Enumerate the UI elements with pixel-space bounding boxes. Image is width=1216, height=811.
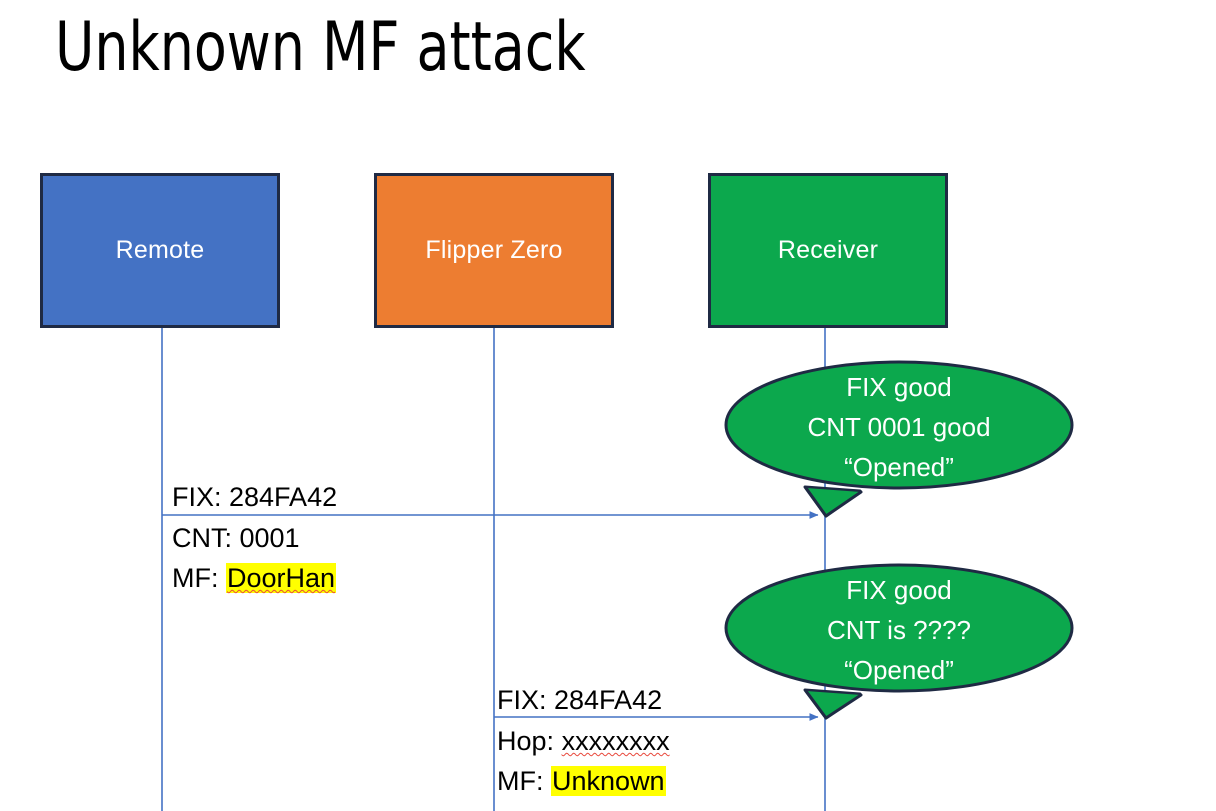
message-2-mf-line: MF: Unknown [497, 761, 670, 801]
page-title: Unknown MF attack [55, 8, 586, 87]
message-2-mf-key: MF: [497, 766, 544, 796]
message-1-fix-line: FIX: 284FA42 [172, 482, 338, 512]
message-2-hop-line: Hop: xxxxxxxx [497, 721, 670, 761]
message-1-mf-key: MF: [172, 563, 219, 593]
callout-bubble-2 [724, 563, 1074, 720]
actor-label-remote: Remote [115, 236, 205, 264]
message-1-mf-line: MF: DoorHan [172, 558, 337, 598]
callout-bubble-1 [724, 360, 1074, 518]
callout-1-oval [724, 360, 1074, 490]
message-1-label-above: FIX: 284FA42 [172, 477, 337, 517]
message-2-hop-value: xxxxxxxx [561, 726, 670, 756]
message-2-label-below: Hop: xxxxxxxx MF: Unknown [497, 721, 670, 801]
callout-2-oval [724, 563, 1074, 693]
message-1-mf-value: DoorHan [226, 563, 337, 593]
actor-label-receiver: Receiver [777, 236, 879, 264]
message-1-label-below: CNT: 0001 MF: DoorHan [172, 518, 337, 598]
message-2-fix-line: FIX: 284FA42 [497, 685, 663, 715]
message-2-hop-key: Hop: [497, 726, 555, 756]
actor-label-flipper-zero: Flipper Zero [425, 236, 563, 264]
message-1-cnt-line: CNT: 0001 [172, 523, 300, 553]
message-2-mf-value: Unknown [551, 766, 666, 796]
actor-box-receiver[interactable]: Receiver [708, 173, 948, 328]
message-2-label-above: FIX: 284FA42 [497, 680, 662, 720]
actor-box-remote[interactable]: Remote [40, 173, 280, 328]
callout-1-tail-outline [804, 486, 863, 518]
actor-box-flipper-zero[interactable]: Flipper Zero [374, 173, 614, 328]
callout-2-tail-outline [804, 689, 863, 720]
